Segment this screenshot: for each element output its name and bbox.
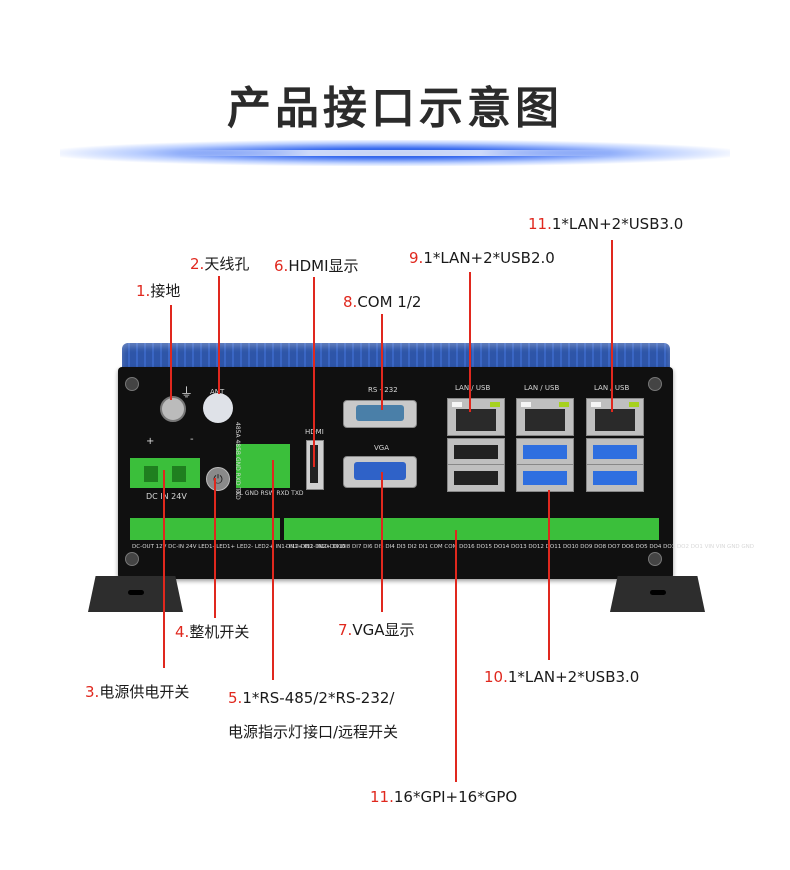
dc-power-terminal [130,458,200,488]
rs485-footer-label: PL GND RSW RXD TXD [236,490,304,497]
leader-line-2 [218,276,220,394]
leader-line-8 [381,314,383,410]
com-db9-port [343,400,417,428]
vga-label: VGA [374,444,390,452]
callout-3: 3.电源供电开关 [85,683,190,701]
callout-9: 9.1*LAN+2*USB2.0 [409,249,555,267]
callout-6: 6.HDMI显示 [274,257,359,275]
lan-port-3 [586,398,644,436]
gpio-left-labels: DC-OUT 12V DC-IN 24V LED1- LED1+ LED2- L… [132,544,346,550]
callout-11a: 11.1*LAN+2*USB3.0 [528,215,684,233]
callout-5-line2: 电源指示灯接口/远程开关 [228,723,399,741]
callout-8: 8.COM 1/2 [343,293,422,311]
leader-line-1 [170,305,172,400]
leader-line-6 [313,277,315,467]
mounting-foot-right [610,576,705,612]
leader-line-4 [214,478,216,618]
antenna-cap [203,393,233,423]
callout-4: 4.整机开关 [175,623,250,641]
callout-1: 1.接地 [136,282,181,300]
usb2-port-1b [447,464,505,492]
hdmi-port [306,440,324,490]
vga-db15-port [343,456,417,488]
usb2-port-1a [447,438,505,466]
title-underline-highlight [180,150,610,156]
usb3-port-3a [586,438,644,466]
mounting-foot-left [88,576,183,612]
ground-terminal [160,396,186,422]
leader-line-11b [455,530,457,782]
leader-line-10 [548,490,550,660]
callout-11b: 11.16*GPI+16*GPO [370,788,518,806]
callout-2: 2.天线孔 [190,255,250,273]
leader-line-3 [163,470,165,668]
leader-line-11a [611,240,613,412]
leader-line-5 [272,460,274,680]
screw-icon [648,552,662,566]
callout-10: 10.1*LAN+2*USB3.0 [484,668,640,686]
ant-label: ANT [210,388,224,396]
rs485-header-label: 485A 485B GND RXD TXD [234,422,241,500]
leader-line-9 [469,272,471,412]
power-icon: ⏻ [213,472,223,486]
screw-icon [125,552,139,566]
usb3-port-3b [586,464,644,492]
lan-port-2 [516,398,574,436]
power-button[interactable]: ⏻ [206,467,230,491]
chassis-heatsink [122,343,670,369]
plus-label: + [146,436,155,447]
usb3-port-2b [516,464,574,492]
dc-in-label: DC IN 24V [146,492,187,501]
rs485-terminal-block [236,444,290,488]
gpio-right-labels: DI12 DI11 DI10 DI9 DI8 DI7 DI6 DI5 DI4 D… [286,544,755,550]
gpio-terminal-right [284,518,659,540]
gpio-terminal-left [130,518,280,540]
screw-icon [125,377,139,391]
lan-port-1 [447,398,505,436]
lan-usb-label-1: LAN / USB [455,384,491,392]
ground-symbol-icon: ⏚ [180,386,194,401]
usb3-port-2a [516,438,574,466]
leader-line-7 [381,472,383,612]
page-title: 产品接口示意图 [227,83,563,134]
lan-usb-label-2: LAN / USB [524,384,560,392]
minus-label: - [190,434,194,445]
screw-icon [648,377,662,391]
callout-5: 5.1*RS-485/2*RS-232/ [228,689,395,707]
callout-7: 7.VGA显示 [338,621,415,639]
